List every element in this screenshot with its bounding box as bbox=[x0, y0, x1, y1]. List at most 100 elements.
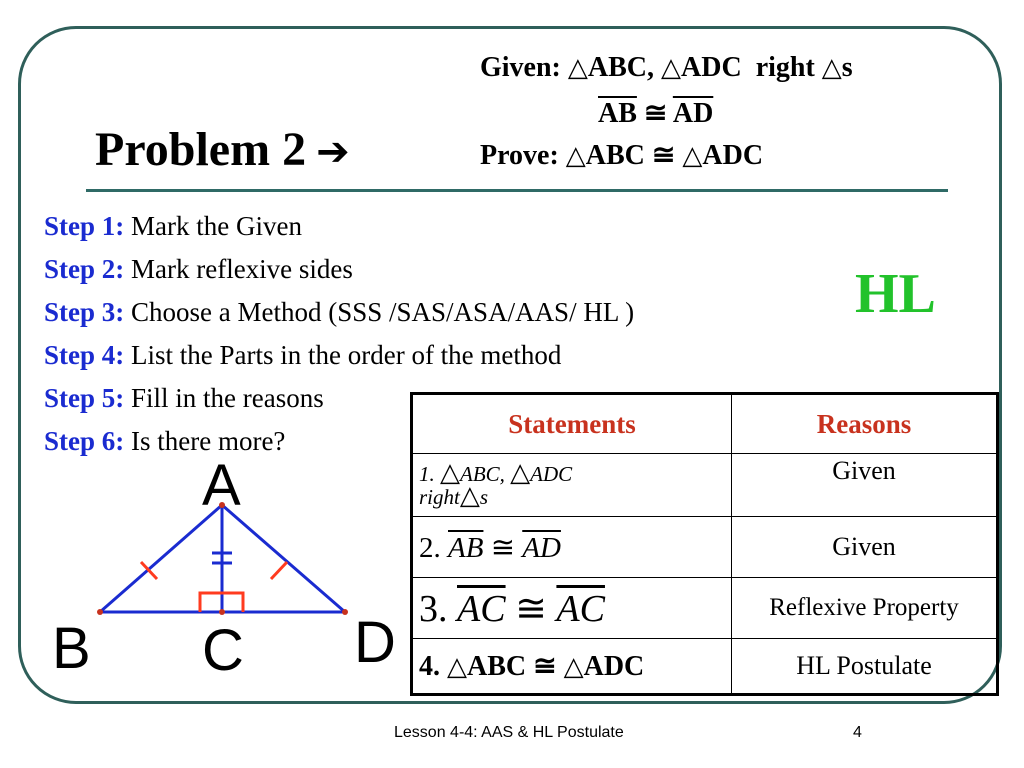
congruent-symbol: ≅ bbox=[490, 531, 515, 564]
segment-ad: AD bbox=[522, 531, 561, 564]
step-item: Step 6: Is there more? bbox=[44, 420, 634, 463]
triangle-icon: △ bbox=[459, 481, 480, 511]
step-item: Step 3: Choose a Method (SSS /SAS/ASA/AA… bbox=[44, 291, 634, 334]
congruent-symbol: ≅ bbox=[651, 140, 676, 171]
statement-tri-1: ABC bbox=[467, 651, 527, 682]
given-tri-1: ABC, bbox=[587, 52, 655, 83]
vertex-label-d: D bbox=[354, 610, 396, 675]
step-item: Step 2: Mark reflexive sides bbox=[44, 248, 634, 291]
slide-frame bbox=[18, 26, 1002, 704]
prove-prefix: Prove: bbox=[480, 140, 559, 171]
statement-number: 1. bbox=[419, 462, 435, 486]
step-item: Step 1: Mark the Given bbox=[44, 205, 634, 248]
step-item: Step 5: Fill in the reasons bbox=[44, 377, 634, 420]
vertex-label-b: B bbox=[52, 616, 91, 681]
triangle-icon: △ bbox=[565, 141, 586, 171]
triangle-icon: △ bbox=[563, 652, 584, 682]
segment-ad: AD bbox=[672, 98, 714, 129]
triangle-diagram: A B C D bbox=[52, 453, 396, 683]
table-row: 2. AB ≅ AD Given bbox=[411, 516, 998, 578]
given-line-1: Given: △ABC, △ADC right △s bbox=[480, 52, 853, 84]
triangle-icon: △ bbox=[567, 53, 588, 83]
triangle-icon: △ bbox=[682, 141, 703, 171]
method-label: HL bbox=[855, 263, 936, 325]
step-text: Is there more? bbox=[131, 426, 286, 456]
segment-ac: AC bbox=[556, 587, 605, 630]
header-reasons: Reasons bbox=[731, 393, 998, 454]
triangle-icon: △ bbox=[510, 458, 531, 488]
statement-number: 4. bbox=[419, 651, 440, 682]
statement-cell: 3. AC ≅ AC bbox=[411, 577, 732, 639]
table-row: 4. △ABC ≅ △ADC HL Postulate bbox=[411, 638, 998, 695]
given-plural: s bbox=[841, 52, 853, 83]
right-angle-mark-left bbox=[198, 591, 222, 612]
footer-lesson: Lesson 4-4: AAS & HL Postulate bbox=[394, 724, 624, 741]
segment-ad-line bbox=[221, 503, 346, 614]
header-statements: Statements bbox=[411, 393, 732, 454]
table-row: 3. AC ≅ AC Reflexive Property bbox=[411, 577, 998, 639]
vertex-d-point bbox=[342, 609, 348, 615]
segment-ab-line bbox=[99, 503, 223, 614]
statement-tri-1: ABC bbox=[460, 462, 500, 486]
steps-list: Step 1: Mark the Given Step 2: Mark refl… bbox=[44, 205, 634, 463]
given-prefix: Given: bbox=[480, 52, 561, 83]
title-divider bbox=[86, 189, 948, 192]
triangle-lines bbox=[99, 503, 346, 614]
table-header-row: Statements Reasons bbox=[411, 393, 998, 454]
vertex-label-a: A bbox=[202, 453, 241, 518]
step-label: Step 1: bbox=[44, 211, 125, 241]
congruent-symbol: ≅ bbox=[533, 651, 557, 682]
triangle-icon: △ bbox=[440, 458, 460, 488]
title-text: Problem 2 bbox=[95, 123, 307, 176]
step-label: Step 5: bbox=[44, 383, 125, 413]
table-row: 1. △ABC, △ADC right△s Given bbox=[411, 453, 998, 517]
arrow-right-icon: ➔ bbox=[316, 129, 350, 175]
statement-tri-2: ADC bbox=[530, 462, 573, 486]
statement-cell: 4. △ABC ≅ △ADC bbox=[411, 638, 732, 695]
step-text: Choose a Method (SSS /SAS/ASA/AAS/ HL ) bbox=[131, 297, 635, 327]
vertex-c-point bbox=[219, 609, 225, 615]
segment-ab: AB bbox=[448, 531, 484, 564]
reason-cell: Given bbox=[731, 516, 998, 578]
footer-page-number: 4 bbox=[853, 724, 862, 741]
vertex-label-c: C bbox=[202, 618, 244, 683]
step-label: Step 2: bbox=[44, 254, 125, 284]
statement-tri-2: ADC bbox=[583, 651, 645, 682]
proof-table: Statements Reasons 1. △ABC, △ADC right△s… bbox=[410, 392, 999, 696]
right-angle-mark-right bbox=[222, 591, 245, 612]
segment-ac: AC bbox=[457, 587, 506, 630]
statement-sep: , bbox=[499, 462, 505, 486]
prove-line: Prove: △ABC ≅ △ADC bbox=[480, 138, 763, 172]
segment-ab: AB bbox=[598, 98, 637, 129]
congruence-marks bbox=[139, 560, 289, 612]
step-label: Step 4: bbox=[44, 340, 125, 370]
congruent-symbol: ≅ bbox=[515, 587, 547, 630]
given-tri-2: ADC bbox=[681, 52, 742, 83]
prove-tri-2: ADC bbox=[702, 140, 764, 171]
tick-mark-ab bbox=[139, 560, 159, 581]
statement-cell: 2. AB ≅ AD bbox=[411, 516, 732, 578]
tick-mark-ad bbox=[269, 560, 289, 581]
given-right: right bbox=[755, 52, 815, 83]
triangle-icon: △ bbox=[821, 53, 842, 83]
triangle-icon: △ bbox=[447, 652, 467, 682]
reason-cell: HL Postulate bbox=[731, 638, 998, 695]
statement-right: right bbox=[419, 485, 460, 509]
step-item: Step 4: List the Parts in the order of t… bbox=[44, 334, 634, 377]
triangle-icon: △ bbox=[661, 53, 682, 83]
statement-plural: s bbox=[479, 485, 489, 509]
reason-cell: Given bbox=[731, 453, 998, 517]
statement-number: 2. bbox=[419, 531, 441, 564]
step-label: Step 6: bbox=[44, 426, 125, 456]
prove-tri-1: ABC bbox=[585, 140, 645, 171]
given-line-2: AB ≅ AD bbox=[598, 96, 713, 130]
statement-number: 3. bbox=[419, 587, 448, 630]
vertex-a-point bbox=[219, 502, 225, 508]
step-text: List the Parts in the order of the metho… bbox=[131, 340, 562, 370]
step-label: Step 3: bbox=[44, 297, 125, 327]
vertex-points bbox=[97, 502, 348, 615]
step-text: Mark reflexive sides bbox=[131, 254, 353, 284]
step-text: Mark the Given bbox=[131, 211, 302, 241]
slide-title: Problem 2➔ bbox=[95, 122, 350, 177]
reason-cell: Reflexive Property bbox=[731, 577, 998, 639]
